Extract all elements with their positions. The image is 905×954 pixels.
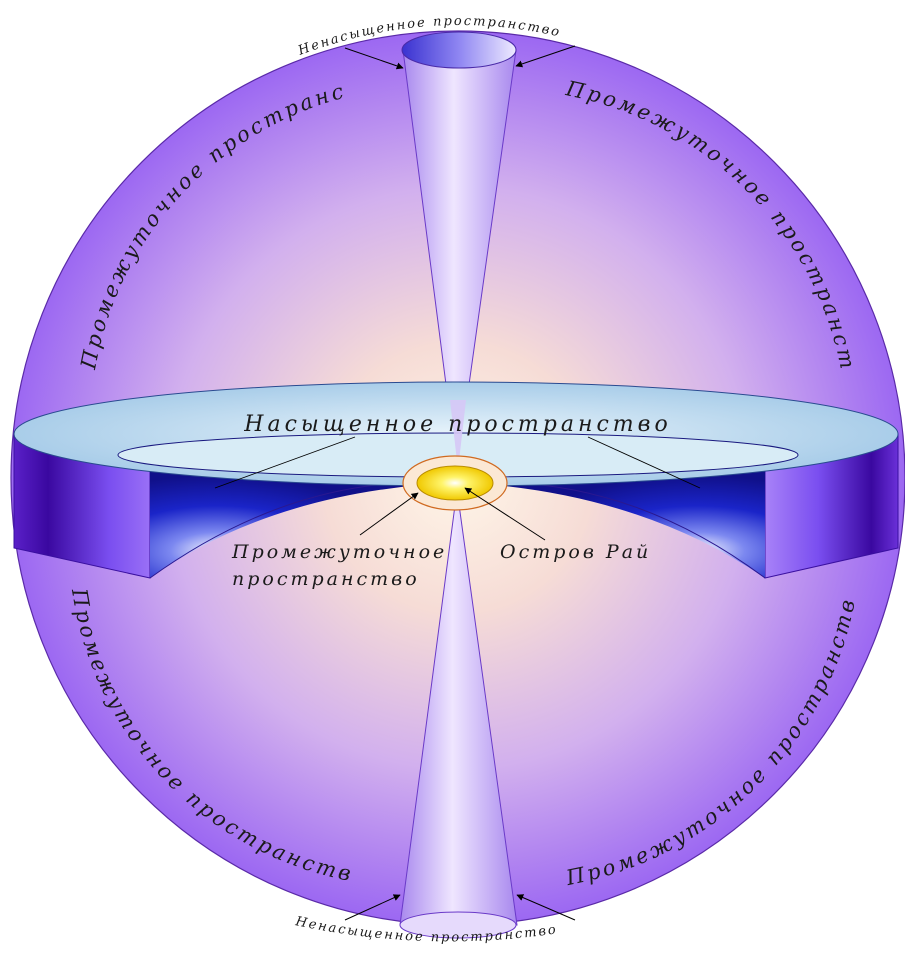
label-saturated-space: Насыщенное пространство [243, 412, 671, 437]
label-center-intermediate-line2: пространство [232, 568, 420, 590]
label-paradise-island: Остров Рай [500, 541, 651, 563]
label-center-intermediate-line1: Промежуточное [231, 541, 447, 563]
paradise-island [417, 466, 493, 500]
upper-cone-cap [402, 32, 516, 68]
